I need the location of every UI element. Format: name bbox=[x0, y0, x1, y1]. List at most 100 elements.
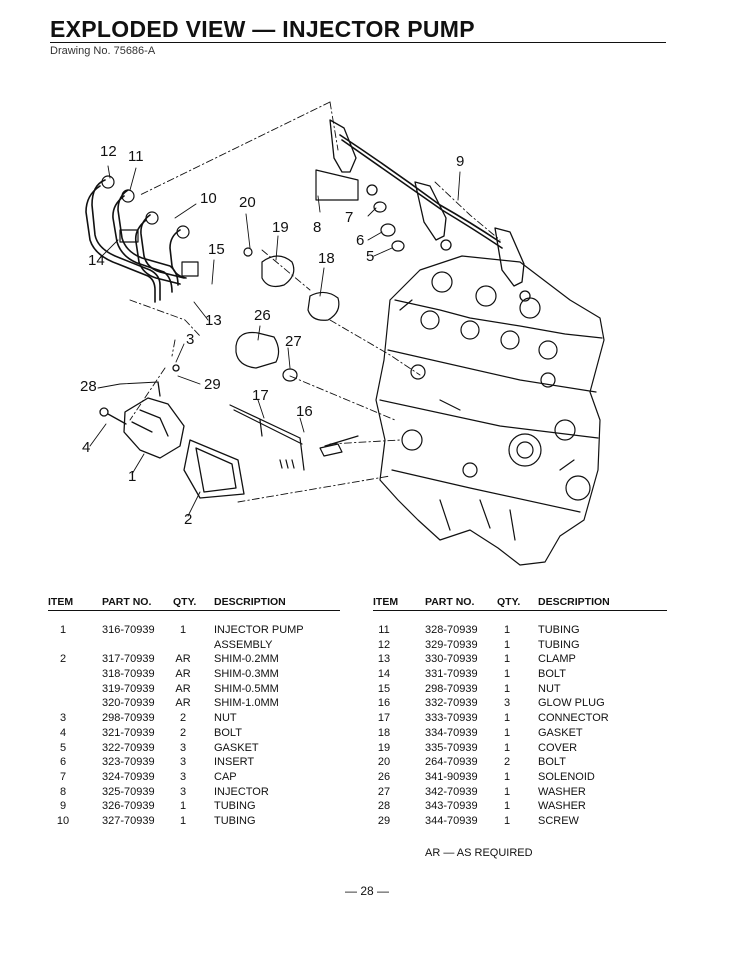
cell-item: 29 bbox=[377, 814, 391, 827]
cell-qty: 1 bbox=[503, 682, 511, 695]
header-description: DESCRIPTION bbox=[538, 596, 610, 608]
cell-qty: 1 bbox=[179, 800, 187, 813]
cell-qty: AR bbox=[175, 668, 191, 681]
callout-1: 1 bbox=[128, 468, 136, 485]
callout-5: 5 bbox=[366, 248, 374, 265]
cell-part-no: 323-70939 bbox=[102, 756, 155, 769]
cell-description: INJECTOR PUMP bbox=[214, 624, 304, 636]
cell-description: TUBING bbox=[214, 800, 256, 813]
table-header: ITEM PART NO. QTY. DESCRIPTION bbox=[373, 594, 667, 611]
callout-3: 3 bbox=[186, 331, 194, 348]
cell-part-no: 332-70939 bbox=[425, 697, 478, 710]
cell-qty: 3 bbox=[503, 697, 511, 710]
callout-7: 7 bbox=[345, 209, 353, 226]
cell-part-no: 343-70939 bbox=[425, 800, 478, 813]
table-header: ITEM PART NO. QTY. DESCRIPTION bbox=[48, 594, 340, 611]
cell-description: TUBING bbox=[214, 814, 256, 827]
cell-part-no: 318-70939 bbox=[102, 668, 155, 681]
injector-pump-assembly bbox=[99, 364, 245, 499]
page-number: — 28 — bbox=[344, 884, 389, 898]
callout-13: 13 bbox=[205, 312, 222, 329]
table-row: ASSEMBLY bbox=[48, 638, 340, 653]
cell-item: 10 bbox=[56, 814, 70, 827]
cell-item: 7 bbox=[59, 770, 67, 783]
callout-leaders bbox=[89, 165, 461, 517]
cell-item: 12 bbox=[377, 638, 391, 651]
cell-qty: 3 bbox=[179, 785, 187, 798]
cell-qty: AR bbox=[175, 697, 191, 710]
cell-qty: 1 bbox=[179, 814, 187, 827]
cell-description: WASHER bbox=[538, 800, 586, 813]
callout-16: 16 bbox=[296, 403, 313, 420]
callout-18: 18 bbox=[318, 250, 335, 267]
callout-2: 2 bbox=[184, 511, 192, 528]
cell-item: 9 bbox=[59, 800, 67, 813]
cell-part-no: 324-70939 bbox=[102, 770, 155, 783]
callout-15: 15 bbox=[208, 241, 225, 258]
cell-part-no: 322-70939 bbox=[102, 741, 155, 754]
header-qty: QTY. bbox=[173, 596, 197, 608]
cell-description: INSERT bbox=[214, 756, 255, 769]
cell-part-no: 334-70939 bbox=[425, 726, 478, 739]
cell-description: WASHER bbox=[538, 785, 586, 798]
cell-qty: 1 bbox=[503, 800, 511, 813]
exploded-view-diagram: 12 11 9 10 20 19 8 7 6 5 15 18 14 13 26 … bbox=[80, 101, 605, 566]
cell-qty: 1 bbox=[503, 785, 511, 798]
cell-part-no: 326-70939 bbox=[102, 800, 155, 813]
cell-part-no: 327-70939 bbox=[102, 814, 155, 827]
cell-qty: 1 bbox=[503, 741, 511, 754]
cell-description: BOLT bbox=[538, 756, 566, 769]
cell-qty: 3 bbox=[179, 770, 187, 783]
cell-qty: 1 bbox=[503, 638, 511, 651]
cell-description: NUT bbox=[538, 682, 561, 695]
assembly-guide-lines bbox=[129, 101, 501, 503]
callout-11: 11 bbox=[128, 148, 144, 165]
cell-part-no: 298-70939 bbox=[425, 682, 478, 695]
cell-description: BOLT bbox=[538, 668, 566, 681]
header-description: DESCRIPTION bbox=[214, 596, 286, 608]
cell-description: SHIM-0.3MM bbox=[214, 668, 279, 681]
cell-description: CLAMP bbox=[538, 653, 576, 666]
cell-description: TUBING bbox=[538, 638, 580, 651]
cell-qty: 1 bbox=[179, 624, 187, 636]
cell-qty: 1 bbox=[503, 653, 511, 666]
glow-plug-connector bbox=[229, 404, 305, 471]
cell-qty: 1 bbox=[503, 624, 511, 636]
callout-10: 10 bbox=[200, 190, 217, 207]
cell-item: 16 bbox=[377, 697, 391, 710]
title-rule bbox=[50, 42, 666, 43]
cell-item: 6 bbox=[59, 756, 67, 769]
table-row: 318-70939 AR SHIM-0.3MM bbox=[48, 667, 340, 682]
cell-description: CAP bbox=[214, 770, 237, 783]
cell-description: TUBING bbox=[538, 624, 580, 636]
cell-part-no: 344-70939 bbox=[425, 814, 478, 827]
cell-description: NUT bbox=[214, 712, 237, 725]
cell-part-no: 331-70939 bbox=[425, 668, 478, 681]
cell-description: GASKET bbox=[538, 726, 583, 739]
cell-description: SHIM-1.0MM bbox=[214, 697, 279, 710]
cell-description: SOLENOID bbox=[538, 770, 595, 783]
cell-item: 14 bbox=[377, 668, 391, 681]
injection-lines bbox=[85, 134, 503, 303]
cover-gasket bbox=[307, 291, 340, 321]
callout-17: 17 bbox=[252, 387, 269, 404]
callout-29: 29 bbox=[204, 376, 221, 393]
table-row: 10 327-70939 1 TUBING bbox=[48, 814, 340, 829]
cell-qty: 3 bbox=[179, 741, 187, 754]
cell-item: 2 bbox=[59, 653, 67, 666]
cell-part-no: 316-70939 bbox=[102, 624, 155, 636]
cell-item: 27 bbox=[377, 785, 391, 798]
cell-description: COVER bbox=[538, 741, 578, 754]
